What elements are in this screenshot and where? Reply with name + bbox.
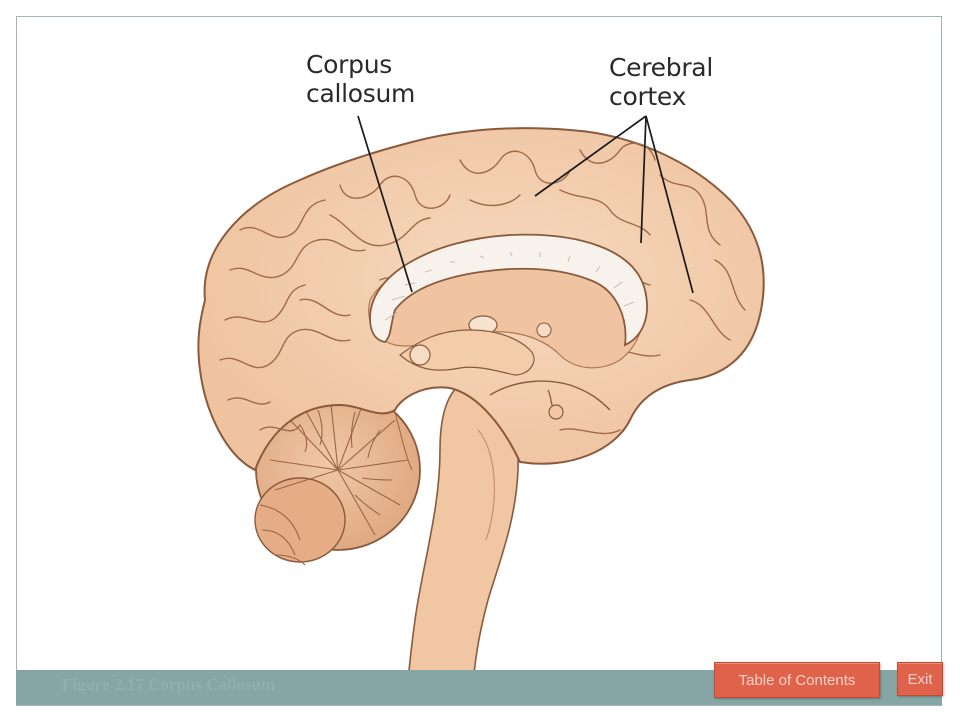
corpus-callosum-label-line1: Corpus bbox=[306, 50, 392, 79]
cerebral-cortex-label-line1: Cerebral bbox=[609, 53, 713, 82]
table-of-contents-button[interactable]: Table of Contents bbox=[714, 662, 880, 698]
cerebral-cortex-label-line2: cortex bbox=[609, 82, 687, 111]
corpus-callosum-label-line2: callosum bbox=[306, 79, 416, 108]
corpus-callosum-label: Corpus callosum bbox=[306, 50, 415, 108]
cerebellum bbox=[254, 389, 421, 566]
cerebral-cortex-label: Cerebral cortex bbox=[609, 53, 713, 111]
leader-lines bbox=[357, 115, 694, 294]
corpus-callosum-shape bbox=[369, 233, 648, 347]
figure-caption: Figure 2.17 Corpus Callosum bbox=[62, 675, 276, 694]
exit-button[interactable]: Exit bbox=[897, 662, 943, 696]
